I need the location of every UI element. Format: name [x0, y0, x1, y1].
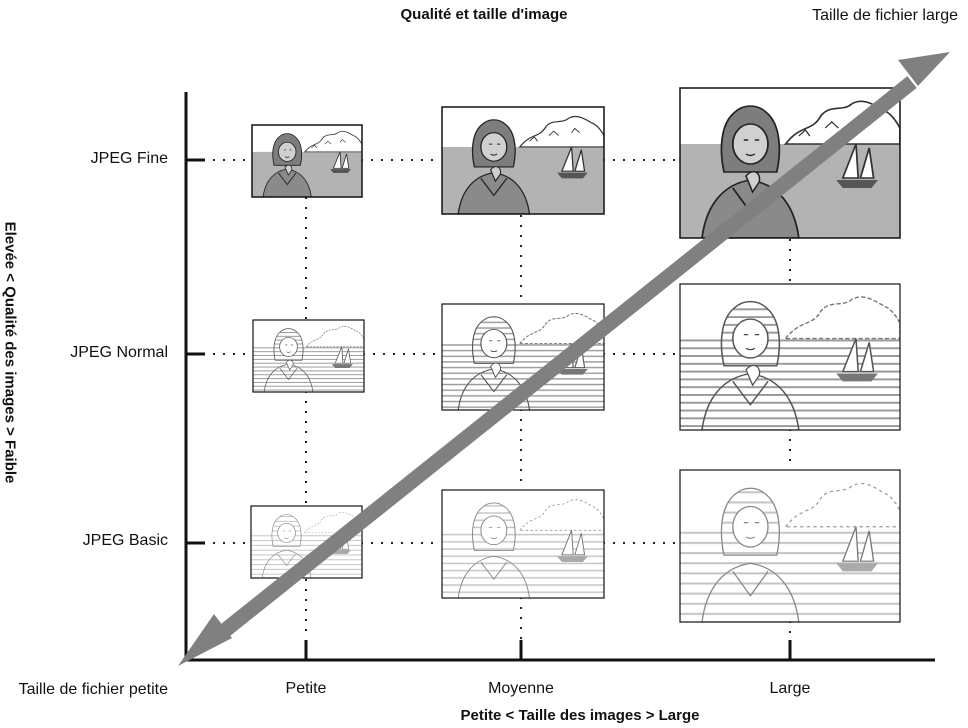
diagram-title: Qualité et taille d'image — [400, 6, 568, 23]
small-file-size-label: Taille de fichier petite — [18, 681, 168, 698]
guide-lines — [212, 158, 792, 642]
thumbnail-normal-moyenne — [441, 303, 605, 411]
thumbnail-basic-moyenne — [441, 489, 605, 599]
thumbnail-normal-petite — [252, 319, 365, 393]
row-label-fine: JPEG Fine — [90, 150, 168, 167]
x-axis-label: Petite < Taille des images > Large — [460, 707, 700, 724]
thumbnail-fine-moyenne — [441, 106, 605, 215]
thumbnail-basic-large — [679, 469, 901, 623]
thumbnail-normal-large — [679, 283, 901, 431]
column-label-large: Large — [769, 680, 811, 697]
large-file-size-label: Taille de fichier large — [812, 7, 958, 24]
column-label-moyenne: Moyenne — [488, 680, 554, 697]
thumbnail-fine-petite — [251, 124, 363, 198]
row-label-basic: JPEG Basic — [82, 532, 168, 549]
file-size-double-arrow — [178, 52, 950, 666]
thumbnail-basic-petite — [250, 505, 363, 579]
column-label-petite: Petite — [285, 680, 327, 697]
thumbnail-fine-large — [679, 87, 901, 239]
row-label-normal: JPEG Normal — [70, 344, 168, 361]
